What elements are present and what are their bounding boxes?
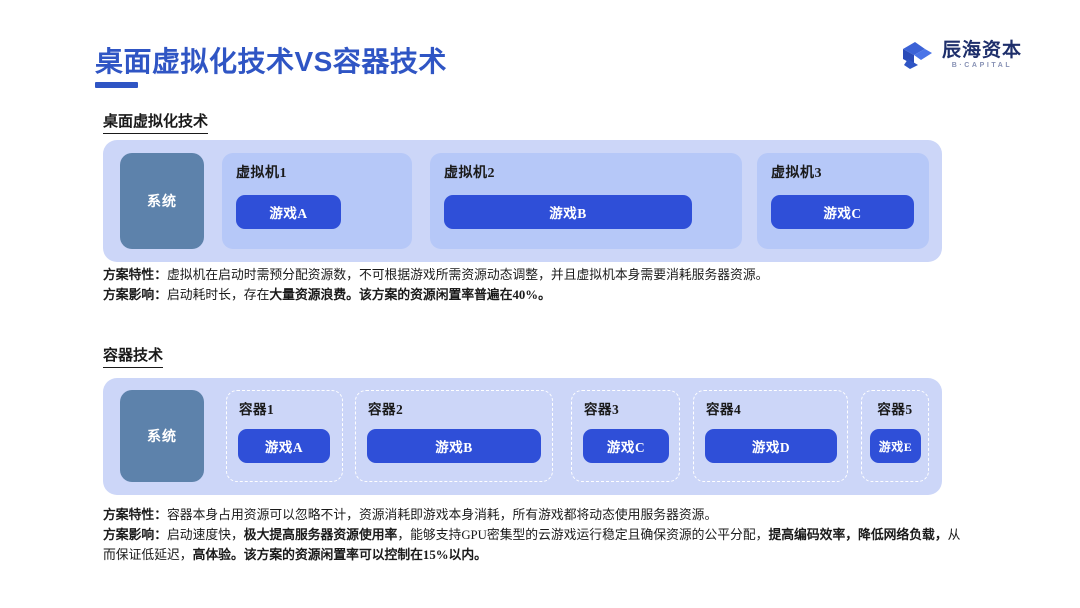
- logo-name-en: B·CAPITAL: [951, 62, 1013, 70]
- page-header: 桌面虚拟化技术VS容器技术 辰海资本 B·CAPITAL: [0, 0, 1080, 96]
- container-box-4: 容器4 游戏D: [693, 390, 848, 482]
- system-block-ct: 系统: [120, 390, 204, 482]
- game-box-c-vm: 游戏C: [771, 195, 914, 229]
- container-label-4: 容器4: [706, 402, 742, 417]
- container-label-3: 容器3: [584, 402, 620, 417]
- notes-ct-feature: 方案特性：容器本身占用资源可以忽略不计，资源消耗即游戏本身消耗，所有游戏都将动态…: [103, 506, 963, 526]
- logo-mark-icon: [902, 42, 932, 69]
- vm-label-3: 虚拟机3: [771, 166, 822, 181]
- vm-box-2: 虚拟机2 游戏B: [430, 153, 742, 249]
- vm-label-2: 虚拟机2: [444, 166, 495, 181]
- section-heading-container: 容器技术: [103, 344, 164, 368]
- title-accent-bar: [95, 82, 138, 88]
- container-label-1: 容器1: [239, 402, 275, 417]
- game-box-a-vm: 游戏A: [236, 195, 341, 229]
- notes-ct-impact-part1: 启动速度快，: [166, 527, 244, 542]
- notes-ct-feature-text: 容器本身占用资源可以忽略不计，资源消耗即游戏本身消耗，所有游戏都将动态使用服务器…: [166, 508, 718, 522]
- notes-ct-impact-lead: 方案影响：: [103, 527, 167, 542]
- system-block-vm: 系统: [120, 153, 204, 249]
- game-box-d-ct: 游戏D: [705, 429, 837, 463]
- container-label-5: 容器5: [877, 402, 913, 417]
- notes-vm-feature-text: 虚拟机在启动时需预分配资源数，不可根据游戏所需资源动态调整，并且虚拟机本身需要消…: [166, 268, 769, 282]
- game-box-a-ct: 游戏A: [238, 429, 330, 463]
- diagram-container: 系统 容器1 游戏A 容器2 游戏B 容器3 游戏C 容器4 游戏D 容器5 游…: [103, 378, 942, 495]
- logo-text: 辰海资本 B·CAPITAL: [941, 39, 1022, 70]
- brand-logo: 辰海资本 B·CAPITAL: [901, 40, 1022, 70]
- notes-ct-impact-strong3: 高体验。该方案的资源闲置率可以控制在15%以内。: [192, 547, 487, 562]
- game-box-e-ct: 游戏E: [870, 429, 921, 463]
- vm-label-1: 虚拟机1: [236, 166, 287, 181]
- game-box-c-ct: 游戏C: [583, 429, 669, 463]
- notes-virtualization: 方案特性：虚拟机在启动时需预分配资源数，不可根据游戏所需资源动态调整，并且虚拟机…: [103, 266, 963, 306]
- notes-ct-feature-lead: 方案特性：: [103, 508, 167, 522]
- notes-vm-impact-strong1: 大量资源浪费。: [269, 287, 359, 302]
- diagram-virtualization: 系统 虚拟机1 游戏A 虚拟机2 游戏B 虚拟机3 游戏C: [103, 140, 942, 262]
- container-label-2: 容器2: [368, 402, 404, 417]
- vm-box-3: 虚拟机3 游戏C: [757, 153, 929, 249]
- notes-vm-impact: 方案影响：启动耗时长，存在大量资源浪费。该方案的资源闲置率普遍在40%。: [103, 286, 963, 306]
- notes-vm-feature-lead: 方案特性：: [103, 268, 167, 282]
- notes-vm-feature: 方案特性：虚拟机在启动时需预分配资源数，不可根据游戏所需资源动态调整，并且虚拟机…: [103, 266, 963, 286]
- game-box-b-ct: 游戏B: [367, 429, 541, 463]
- notes-ct-impact: 方案影响：启动速度快，极大提高服务器资源使用率，能够支持GPU密集型的云游戏运行…: [103, 526, 963, 566]
- notes-ct-impact-part2: ，能够支持GPU密集型的云游戏运行稳定且确保资源的公平分配，: [397, 527, 769, 542]
- container-box-1: 容器1 游戏A: [226, 390, 343, 482]
- game-box-b-vm: 游戏B: [444, 195, 692, 229]
- container-box-2: 容器2 游戏B: [355, 390, 553, 482]
- notes-vm-impact-part1: 启动耗时长，存在: [166, 287, 270, 302]
- notes-container: 方案特性：容器本身占用资源可以忽略不计，资源消耗即游戏本身消耗，所有游戏都将动态…: [103, 506, 963, 565]
- notes-vm-impact-lead: 方案影响：: [103, 287, 167, 302]
- container-box-3: 容器3 游戏C: [571, 390, 680, 482]
- section-heading-virtualization: 桌面虚拟化技术: [103, 110, 209, 134]
- page-title: 桌面虚拟化技术VS容器技术: [95, 46, 447, 77]
- notes-ct-impact-strong2: 提高编码效率，降低网络负载，: [768, 527, 948, 542]
- notes-ct-impact-part3: 从而保证低延迟，: [103, 527, 961, 562]
- logo-name-cn: 辰海资本: [941, 39, 1022, 61]
- container-box-5: 容器5 游戏E: [861, 390, 929, 482]
- vm-box-1: 虚拟机1 游戏A: [222, 153, 412, 249]
- notes-vm-impact-part2: 该方案的资源闲置率普遍在40%。: [358, 287, 551, 302]
- notes-ct-impact-strong1: 极大提高服务器资源使用率: [243, 527, 398, 542]
